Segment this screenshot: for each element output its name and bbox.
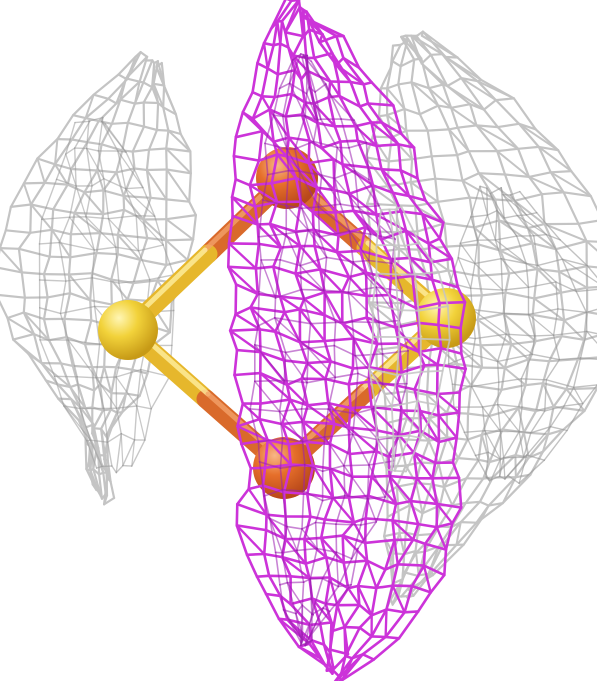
sulfur-atom-left	[98, 300, 158, 360]
gray-density-mesh-left	[0, 50, 197, 506]
gray-density-mesh-right-front	[368, 205, 451, 473]
iron-atom-top	[256, 147, 318, 209]
